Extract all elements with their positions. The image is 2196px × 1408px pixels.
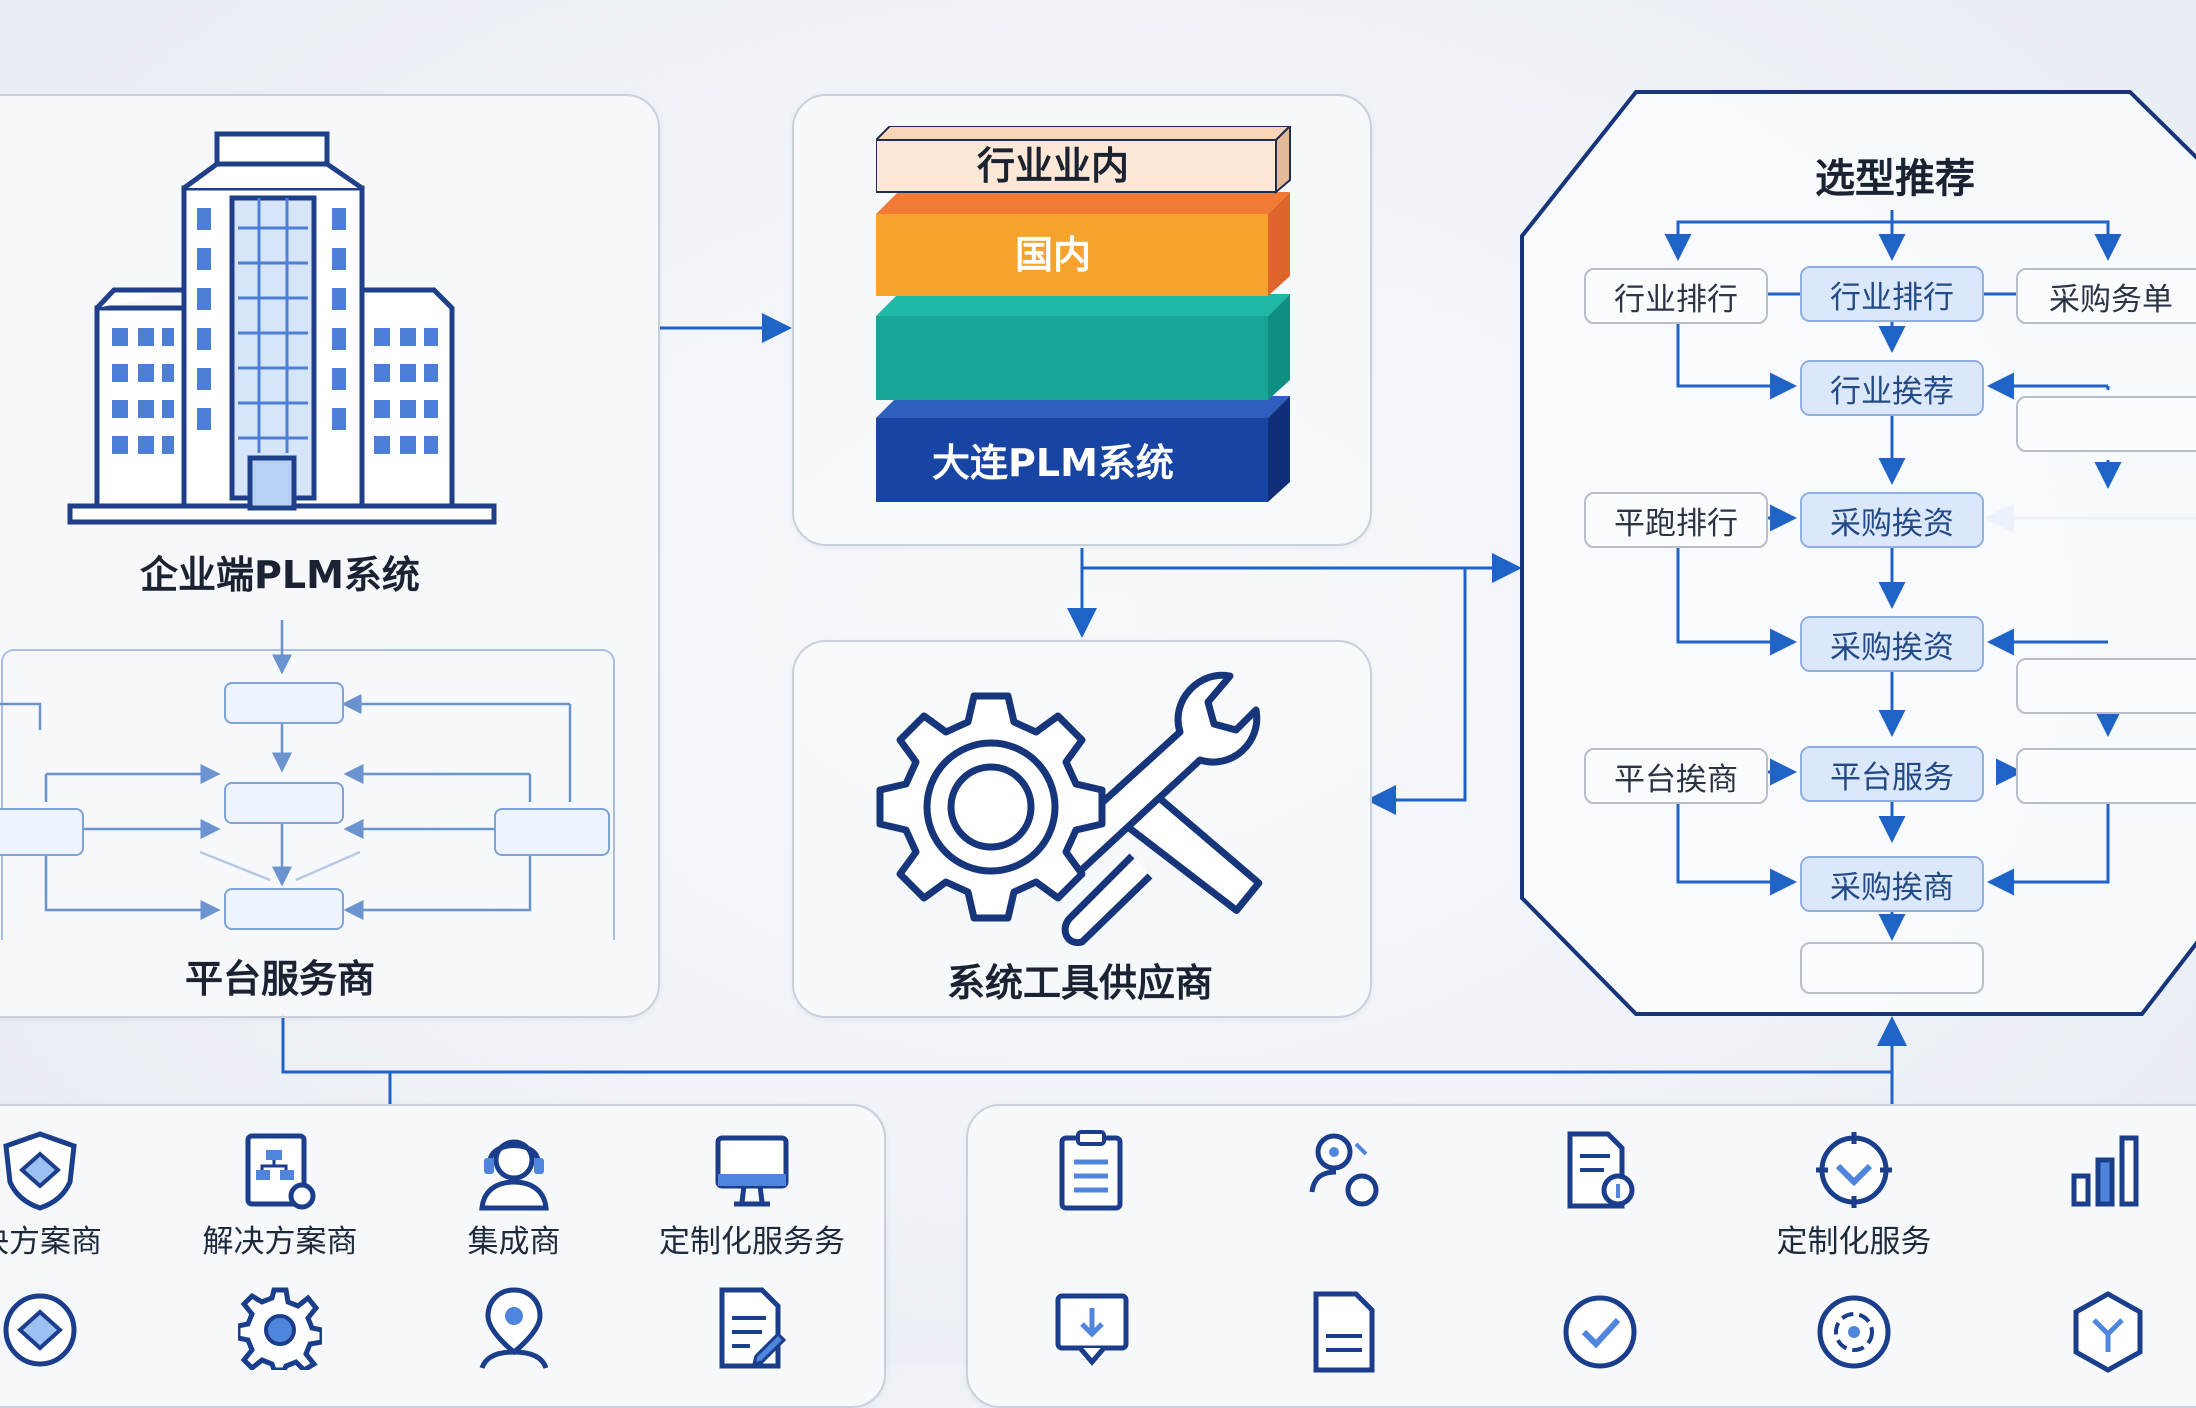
layer-domestic-label: 国内 <box>1014 232 1091 277</box>
service-right-4-label: 定制化服务 <box>1776 1224 1932 1260</box>
check-circle-icon <box>1563 1295 1637 1369</box>
user-settings-icon <box>1309 1133 1379 1207</box>
rec-center-5[interactable]: 平台服务 <box>1800 746 1984 802</box>
service-right-2[interactable] <box>1226 1130 1466 1216</box>
shield-check-icon <box>3 1131 77 1211</box>
rec-center-4[interactable]: 采购挨资 <box>1800 616 1984 672</box>
document-icon <box>1313 1291 1375 1373</box>
headset-person-icon <box>479 1139 549 1211</box>
edit-document-icon <box>719 1287 787 1369</box>
service-integrator[interactable]: 集成商 <box>394 1130 634 1261</box>
service-right-1[interactable] <box>972 1130 1212 1216</box>
bar-chart-icon <box>2071 1135 2139 1207</box>
gear-icon <box>238 1287 322 1370</box>
diamond-shield-icon <box>3 1293 77 1367</box>
service-right-3[interactable] <box>1480 1130 1720 1216</box>
target-check-icon <box>1816 1132 1892 1208</box>
recommend-flow-lines <box>1664 210 2122 941</box>
rec-center-3[interactable]: 采购挨资 <box>1800 492 1984 548</box>
rec-left-1[interactable]: 行业排行 <box>1584 268 1768 324</box>
flow-box-middle <box>224 782 344 824</box>
hexagon-icon <box>2073 1291 2143 1373</box>
rec-center-2[interactable]: 行业挨荐 <box>1800 360 1984 416</box>
document-info-icon <box>1567 1131 1635 1209</box>
office-building-icon <box>67 131 497 525</box>
service-solution-provider-a-label: 决方案商 <box>0 1224 102 1260</box>
layer-dalian-plm-label: 大连PLM系统 <box>932 440 1174 485</box>
gear-wrench-icon <box>876 671 1263 950</box>
platform-provider-title: 平台服务商 <box>184 957 375 1001</box>
rec-right-2[interactable] <box>2016 396 2196 452</box>
layer-domestic: 国内 <box>876 192 1290 296</box>
system-tools-title: 系统工具供应商 <box>946 961 1213 1005</box>
layer-teal <box>876 294 1290 400</box>
layer-industry-label: 行业业内 <box>976 143 1129 188</box>
recommend-title: 选型推荐 <box>1815 156 1975 202</box>
rec-center-7[interactable] <box>1800 942 1984 994</box>
rec-right-3[interactable] <box>2016 658 2196 714</box>
service-right-5[interactable] <box>1988 1130 2196 1216</box>
flow-box-top <box>224 682 344 724</box>
service-customization-label: 定制化服务务 <box>659 1224 845 1260</box>
service-solution-provider-a[interactable]: 决方案商 <box>0 1130 160 1261</box>
layer-industry: 行业业内 <box>876 126 1292 195</box>
rec-center-6[interactable]: 采购挨商 <box>1800 856 1984 912</box>
service-right-4[interactable]: 定制化服务 <box>1734 1130 1974 1261</box>
flow-box-bottom <box>224 888 344 930</box>
clipboard-list-icon <box>1059 1130 1123 1211</box>
rec-right-4[interactable] <box>2016 748 2196 804</box>
service-integrator-label: 集成商 <box>467 1224 561 1260</box>
map-pin-person-icon <box>479 1287 549 1369</box>
internal-flow-diagram <box>0 620 615 940</box>
service-customization[interactable]: 定制化服务务 <box>632 1130 872 1261</box>
rec-left-2[interactable]: 平跑排行 <box>1584 492 1768 548</box>
flowchart-doc-icon <box>245 1133 316 1210</box>
focus-circle-icon <box>1817 1295 1891 1369</box>
flow-box-right <box>494 808 610 856</box>
download-screen-icon <box>1055 1293 1129 1366</box>
rec-left-3[interactable]: 平台挨商 <box>1584 748 1768 804</box>
layer-dalian-plm: 大连PLM系统 <box>876 396 1290 504</box>
rec-right-1[interactable]: 采购务单 <box>2016 268 2196 324</box>
rec-center-1[interactable]: 行业排行 <box>1800 266 1984 322</box>
monitor-icon <box>715 1135 789 1207</box>
connector-lines <box>281 313 2196 1104</box>
flow-box-left <box>0 808 84 856</box>
enterprise-plm-title: 企业端PLM系统 <box>140 553 420 597</box>
service-solution-provider-b-label: 解决方案商 <box>202 1224 358 1260</box>
service-solution-provider-b[interactable]: 解决方案商 <box>160 1130 400 1261</box>
